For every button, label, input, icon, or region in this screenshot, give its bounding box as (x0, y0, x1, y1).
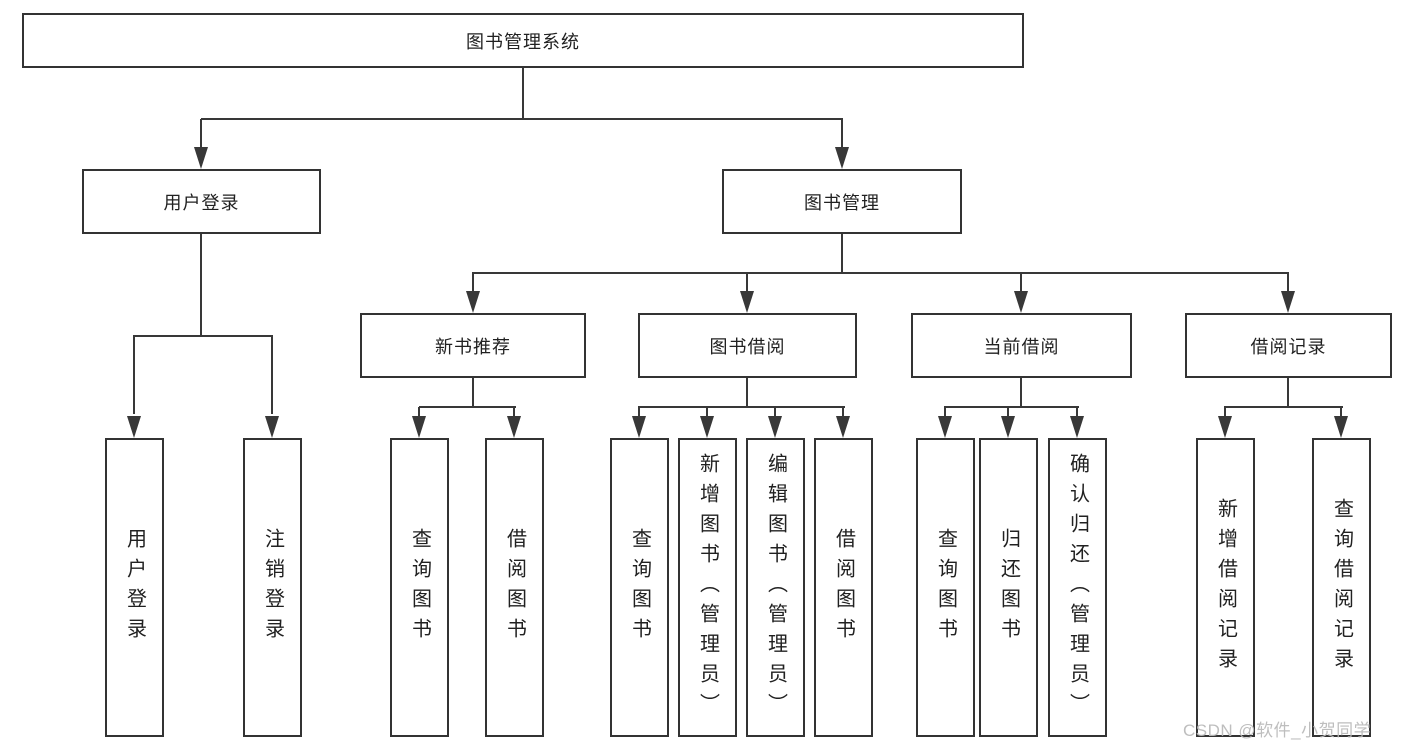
node-library-management-system: 图书管理系统 (22, 13, 1024, 68)
arrow-down-icon (466, 291, 480, 313)
leaf-query-borrow-record: 查询借阅记录 (1312, 438, 1371, 737)
leaf-borrow-books-recommend: 借阅图书 (485, 438, 544, 737)
node-borrowing-records: 借阅记录 (1185, 313, 1392, 378)
leaf-query-books-borrowing: 查询图书 (610, 438, 669, 737)
connector-book-mgmt-drop-3 (1020, 273, 1022, 292)
connector-borrowing-drop-1 (638, 407, 640, 416)
leaf-label: 归还图书 (997, 527, 1020, 648)
connector-user-login-stem (200, 234, 202, 336)
arrow-down-icon (1001, 416, 1015, 438)
arrow-down-icon (1014, 291, 1028, 313)
connector-recommend-drop-2 (513, 407, 515, 416)
connector-root-stem (522, 68, 524, 119)
connector-root-drop-left (200, 119, 202, 148)
connector-user-login-drop-1 (133, 336, 135, 414)
connector-borrowing-stem (746, 378, 748, 407)
leaf-label: 新增借阅记录 (1214, 497, 1237, 678)
connector-records-rail (1224, 406, 1343, 408)
leaf-query-books-current: 查询图书 (916, 438, 975, 737)
leaf-label: 查询借阅记录 (1330, 497, 1353, 678)
arrow-down-icon (1070, 416, 1084, 438)
leaf-label: 查询图书 (408, 527, 431, 648)
connector-borrowing-drop-4 (842, 407, 844, 416)
leaf-label: 新增图书（管理员） (696, 452, 719, 723)
node-book-borrowing: 图书借阅 (638, 313, 857, 378)
connector-recommend-drop-1 (418, 407, 420, 416)
node-user-login: 用户登录 (82, 169, 321, 234)
connector-root-drop-right (841, 119, 843, 148)
arrow-down-icon (507, 416, 521, 438)
connector-user-login-rail (133, 335, 273, 337)
connector-records-stem (1287, 378, 1289, 407)
connector-borrowing-drop-3 (774, 407, 776, 416)
leaf-label: 注销登录 (261, 527, 284, 648)
leaf-user-login: 用户登录 (105, 438, 164, 737)
arrow-down-icon (632, 416, 646, 438)
leaf-label: 查询图书 (628, 527, 651, 648)
arrow-down-icon (1334, 416, 1348, 438)
arrow-down-icon (194, 147, 208, 169)
arrow-down-icon (127, 416, 141, 438)
leaf-edit-book-admin: 编辑图书（管理员） (746, 438, 805, 737)
connector-book-mgmt-rail (472, 272, 1289, 274)
node-new-book-recommendation: 新书推荐 (360, 313, 586, 378)
connector-book-mgmt-drop-1 (472, 273, 474, 292)
connector-current-drop-1 (944, 407, 946, 416)
leaf-label: 用户登录 (123, 527, 146, 648)
connector-borrowing-drop-2 (706, 407, 708, 416)
arrow-down-icon (835, 147, 849, 169)
arrow-down-icon (265, 416, 279, 438)
connector-recommend-rail (419, 406, 516, 408)
leaf-confirm-return-admin: 确认归还（管理员） (1048, 438, 1107, 737)
leaf-add-book-admin: 新增图书（管理员） (678, 438, 737, 737)
arrow-down-icon (938, 416, 952, 438)
connector-recommend-stem (472, 378, 474, 407)
connector-records-drop-1 (1224, 407, 1226, 416)
connector-root-rail (201, 118, 843, 120)
leaf-borrow-books-borrowing: 借阅图书 (814, 438, 873, 737)
node-label: 图书管理系统 (466, 31, 580, 52)
node-current-borrowing: 当前借阅 (911, 313, 1132, 378)
node-label: 用户登录 (163, 192, 240, 213)
connector-current-rail (944, 406, 1079, 408)
connector-current-drop-2 (1007, 407, 1009, 416)
node-label: 新书推荐 (435, 336, 511, 357)
connector-book-mgmt-drop-4 (1287, 273, 1289, 292)
node-label: 图书管理 (804, 192, 880, 213)
leaf-add-borrow-record: 新增借阅记录 (1196, 438, 1255, 737)
connector-borrowing-rail (638, 406, 845, 408)
leaf-label: 查询图书 (934, 527, 957, 648)
arrow-down-icon (768, 416, 782, 438)
arrow-down-icon (836, 416, 850, 438)
connector-current-stem (1020, 378, 1022, 407)
leaf-label: 确认归还（管理员） (1066, 452, 1089, 723)
node-label: 图书借阅 (709, 336, 786, 357)
watermark-text: CSDN @软件_小贺同学 (1183, 721, 1372, 740)
leaf-label: 编辑图书（管理员） (764, 452, 787, 723)
connector-book-mgmt-drop-2 (746, 273, 748, 292)
arrow-down-icon (740, 291, 754, 313)
connector-user-login-drop-2 (271, 336, 273, 414)
leaf-query-books-recommend: 查询图书 (390, 438, 449, 737)
leaf-logout: 注销登录 (243, 438, 302, 737)
arrow-down-icon (1218, 416, 1232, 438)
leaf-return-books: 归还图书 (979, 438, 1038, 737)
connector-current-drop-3 (1076, 407, 1078, 416)
arrow-down-icon (700, 416, 714, 438)
connector-records-drop-2 (1340, 407, 1342, 416)
arrow-down-icon (1281, 291, 1295, 313)
connector-book-mgmt-stem (841, 234, 843, 274)
leaf-label: 借阅图书 (832, 527, 855, 648)
node-book-management: 图书管理 (722, 169, 962, 234)
node-label: 借阅记录 (1250, 336, 1327, 357)
node-label: 当前借阅 (983, 336, 1060, 357)
leaf-label: 借阅图书 (503, 527, 526, 648)
arrow-down-icon (412, 416, 426, 438)
